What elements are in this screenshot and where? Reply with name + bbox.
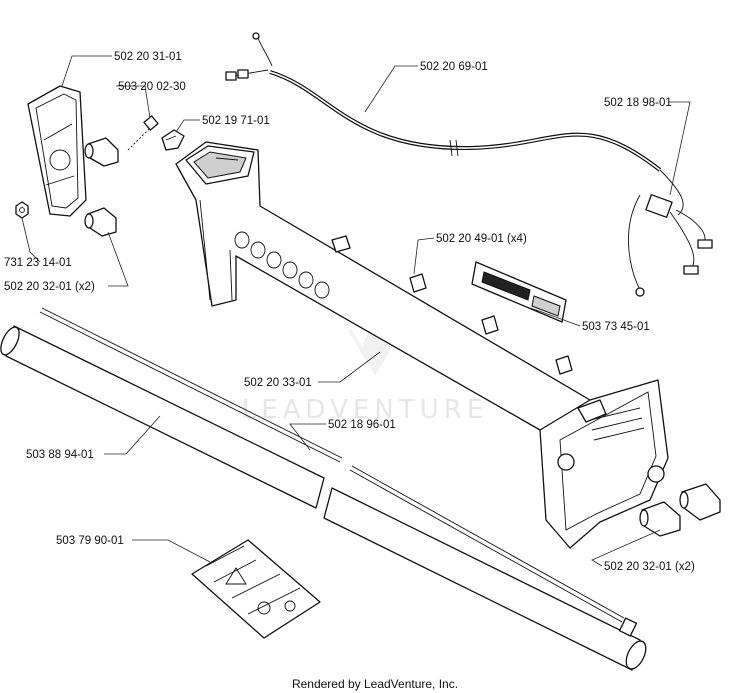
switch-harness-part — [628, 169, 713, 297]
rubber-grip-left-part — [84, 137, 119, 237]
label-502-20-32-01-left: 502 20 32-01 (x2) — [4, 281, 95, 293]
leader-lines — [21, 55, 691, 567]
wire-harness-part — [225, 32, 662, 172]
watermark-text: LEADVENTURE — [242, 395, 488, 425]
shaft-tube-part — [0, 325, 647, 671]
label-731-23-14-01: 731 23 14-01 — [4, 257, 72, 269]
label-502-20-32-01-right: 502 20 32-01 (x2) — [604, 561, 695, 573]
label-502-18-98-01: 502 18 98-01 — [604, 97, 672, 109]
main-housing-part — [175, 141, 669, 549]
label-502-20-31-01: 502 20 31-01 — [114, 51, 182, 63]
label-502-20-49-01: 502 20 49-01 (x4) — [436, 233, 527, 245]
part-labels: 502 20 31-01 503 20 02-30 502 19 71-01 5… — [4, 51, 695, 573]
nut-part — [15, 201, 29, 219]
warning-label-part — [191, 539, 321, 639]
label-503-88-94-01: 503 88 94-01 — [26, 449, 94, 461]
label-502-18-96-01: 502 18 96-01 — [328, 419, 396, 431]
housing-vent-holes — [234, 231, 330, 299]
drive-shaft-part — [39, 307, 638, 637]
label-503-79-90-01: 503 79 90-01 — [56, 535, 124, 547]
rubber-grip-right-part — [639, 483, 721, 537]
label-503-20-02-30: 503 20 02-30 — [118, 81, 186, 93]
handle-bracket-part — [27, 85, 87, 217]
label-502-20-33-01: 502 20 33-01 — [244, 377, 312, 389]
label-502-20-69-01: 502 20 69-01 — [420, 61, 488, 73]
label-502-19-71-01: 502 19 71-01 — [202, 115, 270, 127]
clip-part — [161, 129, 185, 151]
clips-x4-part — [331, 235, 573, 375]
footer-credit: Rendered by LeadVenture, Inc. — [292, 677, 458, 691]
label-503-73-45-01: 503 73 45-01 — [582, 321, 650, 333]
screw-part — [127, 115, 159, 151]
decal-part — [471, 261, 567, 323]
